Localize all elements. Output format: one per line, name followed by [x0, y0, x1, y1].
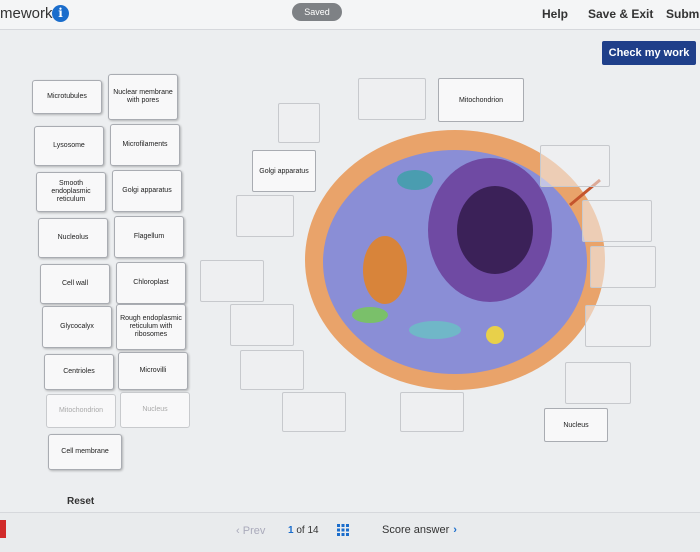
prev-button[interactable]: ‹ Prev	[236, 525, 266, 537]
reset-button[interactable]: Reset	[67, 496, 95, 507]
drop-target-2[interactable]	[358, 78, 426, 120]
cell-diagram	[305, 130, 605, 390]
label-chloroplast[interactable]: Chloroplast	[116, 262, 186, 304]
drop-target-13[interactable]	[400, 392, 464, 432]
bottom-navigation-bar	[0, 512, 700, 552]
score-answer-button[interactable]: Score answer›	[382, 524, 457, 536]
golgi-shape	[363, 236, 407, 304]
saved-status-badge: Saved	[292, 3, 342, 21]
label-lysosome[interactable]: Lysosome	[34, 126, 104, 166]
label-glycocalyx[interactable]: Glycocalyx	[42, 306, 112, 348]
drop-target-1[interactable]	[278, 103, 320, 143]
info-icon[interactable]: i	[52, 5, 69, 22]
placed-golgi-apparatus[interactable]: Golgi apparatus	[252, 150, 316, 192]
save-exit-button[interactable]: Save & Exit	[588, 7, 654, 21]
label-cell-membrane[interactable]: Cell membrane	[48, 434, 122, 470]
drop-target-6[interactable]	[200, 260, 264, 302]
help-button[interactable]: Help	[542, 7, 569, 21]
drop-target-7[interactable]	[590, 246, 656, 288]
grid-icon[interactable]	[337, 524, 349, 536]
score-answer-label: Score answer	[382, 524, 450, 536]
label-nuclear-membrane[interactable]: Nuclear membrane with pores	[108, 74, 178, 120]
drop-target-9[interactable]	[585, 305, 651, 347]
page-indicator: 1 of 14	[288, 525, 319, 536]
page-separator: of	[296, 525, 305, 536]
placed-nucleus[interactable]: Nucleus	[544, 408, 608, 442]
drop-target-4[interactable]	[236, 195, 294, 237]
page-current: 1	[288, 525, 294, 536]
centriole-shape	[486, 326, 504, 344]
drop-target-10[interactable]	[240, 350, 304, 390]
top-bar: mework i Saved Help Save & Exit Submit	[0, 0, 700, 30]
page-total: 14	[307, 525, 319, 536]
app-title: mework	[0, 5, 53, 22]
label-rough-er[interactable]: Rough endoplasmic reticulum with ribosom…	[116, 304, 186, 350]
prev-label: Prev	[242, 525, 266, 537]
check-my-work-button[interactable]: Check my work	[602, 41, 696, 65]
submit-button[interactable]: Submit	[666, 7, 700, 21]
drop-target-12[interactable]	[282, 392, 346, 432]
label-smooth-er[interactable]: Smooth endoplasmic reticulum	[36, 172, 106, 212]
label-mitochondrion-used: Mitochondrion	[46, 394, 116, 428]
drop-target-5[interactable]	[582, 200, 652, 242]
label-nucleus-used: Nucleus	[120, 392, 190, 428]
label-nucleolus[interactable]: Nucleolus	[38, 218, 108, 258]
label-golgi-apparatus[interactable]: Golgi apparatus	[112, 170, 182, 212]
label-cell-wall[interactable]: Cell wall	[40, 264, 110, 304]
drop-target-3[interactable]	[540, 145, 610, 187]
placed-mitochondrion[interactable]: Mitochondrion	[438, 78, 524, 122]
chevron-right-icon: ›	[453, 524, 457, 536]
label-flagellum[interactable]: Flagellum	[114, 216, 184, 258]
red-side-tab[interactable]	[0, 520, 6, 538]
chloroplast-shape	[352, 307, 388, 323]
drop-target-11[interactable]	[565, 362, 631, 404]
mitochondrion-shape	[397, 170, 433, 190]
smooth-er-shape	[409, 321, 461, 339]
label-microfilaments[interactable]: Microfilaments	[110, 124, 180, 166]
label-microtubules[interactable]: Microtubules	[32, 80, 102, 114]
nucleolus-shape	[457, 186, 533, 274]
drop-target-8[interactable]	[230, 304, 294, 346]
label-microvilli[interactable]: Microvilli	[118, 352, 188, 390]
label-centrioles[interactable]: Centrioles	[44, 354, 114, 390]
